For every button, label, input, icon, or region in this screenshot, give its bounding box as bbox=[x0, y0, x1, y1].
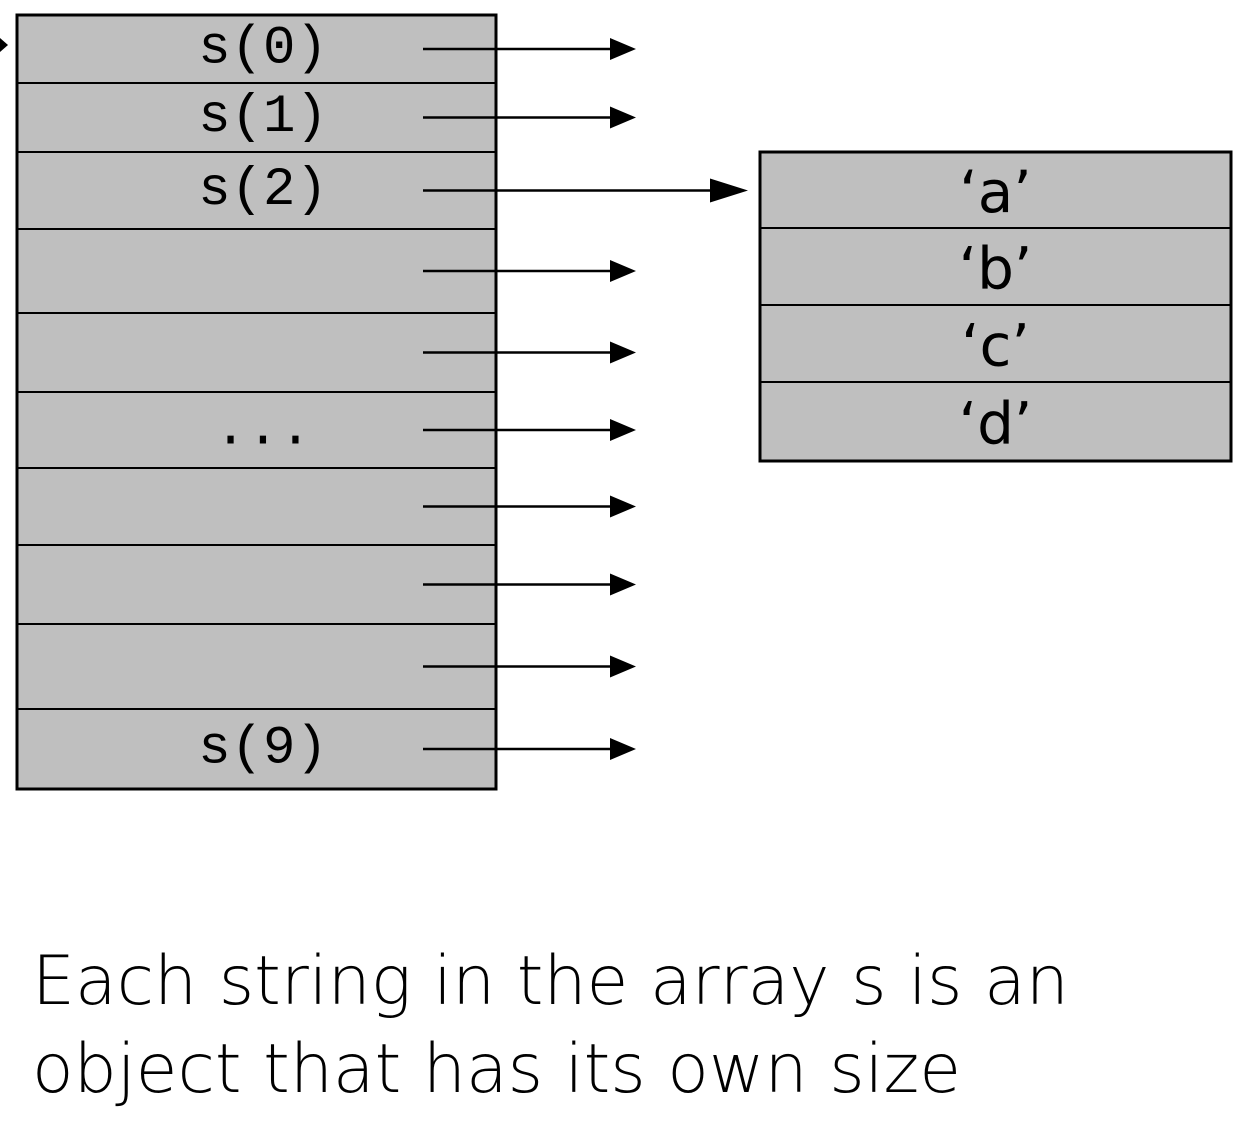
array-cell bbox=[16, 623, 497, 710]
string-object-a: ‘a’ ‘b’ ‘c’ ‘d’ bbox=[758, 150, 1233, 463]
char-cell bbox=[759, 227, 1232, 306]
pointer-arrow-head bbox=[710, 178, 748, 203]
array-cell bbox=[16, 82, 497, 153]
pointer-arrow-head bbox=[610, 260, 636, 282]
caption: Each string in the array s is an object … bbox=[32, 938, 1232, 1114]
array-cell-label: s(1) bbox=[198, 87, 328, 148]
char-cell-label: ‘b’ bbox=[959, 235, 1033, 303]
pointer-arrow-head bbox=[610, 738, 636, 760]
char-cell-label: ‘a’ bbox=[959, 158, 1031, 226]
pointer-arrow-head bbox=[610, 495, 636, 518]
array-cell-label: s(0) bbox=[198, 19, 328, 80]
pointer-arrow-head bbox=[610, 38, 636, 60]
array-cell bbox=[16, 708, 497, 790]
char-cell bbox=[759, 304, 1232, 383]
char-cell-label: ‘c’ bbox=[961, 312, 1030, 380]
pointer-arrow-head bbox=[610, 419, 636, 441]
incoming-arrow-tip bbox=[0, 38, 8, 52]
char-cell-label: ‘d’ bbox=[959, 390, 1033, 458]
caption-line-1: Each string in the array s is an bbox=[32, 942, 1069, 1021]
array-cell bbox=[16, 14, 497, 84]
caption-line-2: object that has its own size bbox=[32, 1030, 962, 1109]
pointer-arrow-head bbox=[610, 106, 636, 129]
pointer-arrows bbox=[423, 38, 748, 760]
array-border bbox=[15, 13, 498, 791]
char-block-border bbox=[758, 150, 1233, 463]
array-cell-label: s(9) bbox=[198, 719, 328, 780]
array-cell bbox=[16, 467, 497, 546]
pointer-arrow-head bbox=[610, 341, 636, 364]
array-cell bbox=[16, 391, 497, 469]
char-cell bbox=[759, 381, 1232, 462]
array-cell-label: ... bbox=[214, 400, 311, 461]
pointer-arrow-head bbox=[610, 655, 636, 678]
string-array: s(0) s(1) s(2)... s(9) bbox=[15, 13, 498, 791]
array-cell-label: s(2) bbox=[198, 160, 328, 221]
pointer-arrow-head bbox=[610, 573, 636, 596]
